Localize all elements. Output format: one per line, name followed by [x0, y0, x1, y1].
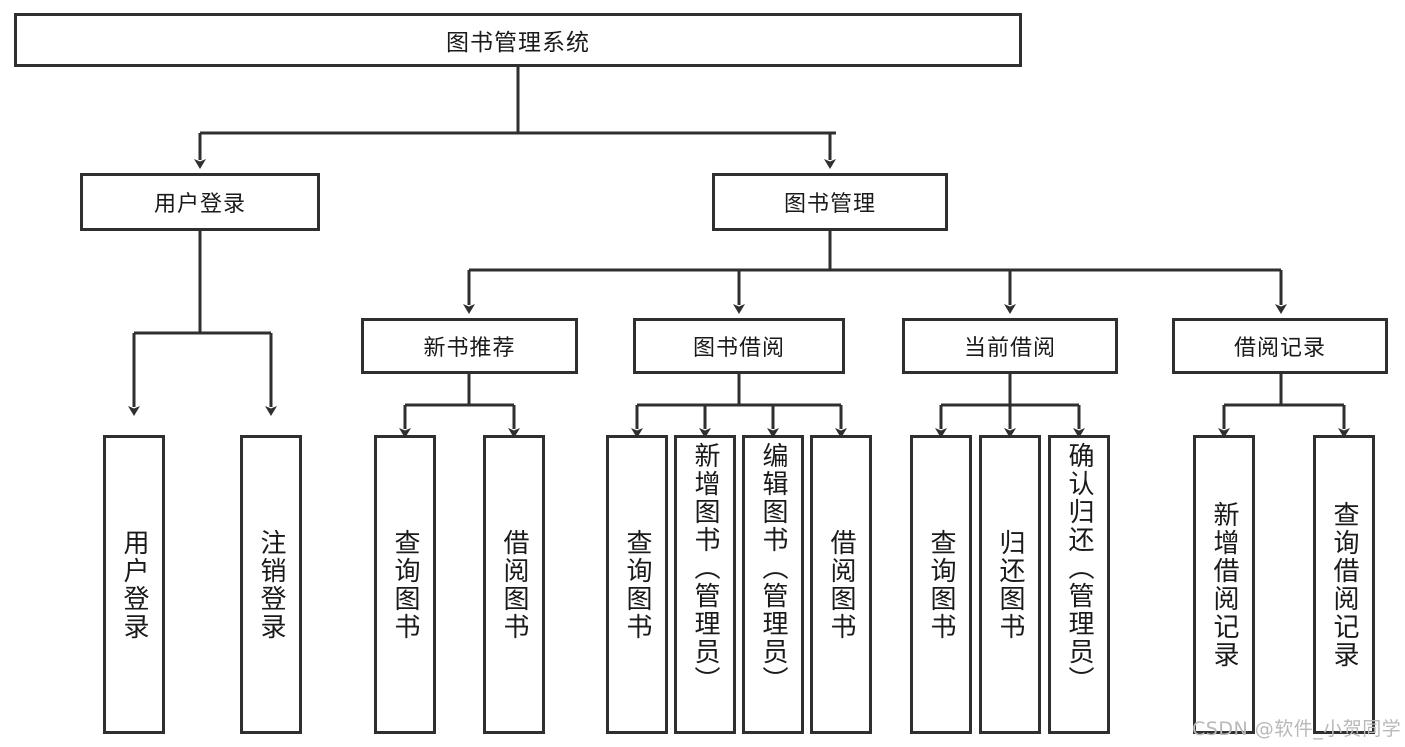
node-new-book-recommend[interactable]: 新书推荐 [361, 318, 578, 374]
node-book-borrow-label: 图书借阅 [692, 336, 785, 361]
leaf-borrow-add-book-admin[interactable]: 新增图书（管理员） [674, 435, 736, 734]
leaf-label: 查询图书 [926, 528, 957, 641]
leaf-record-query-record[interactable]: 查询借阅记录 [1313, 435, 1375, 734]
leaf-label: 注销登录 [256, 528, 287, 641]
leaf-current-return-book[interactable]: 归还图书 [979, 435, 1041, 734]
node-book-borrow[interactable]: 图书借阅 [633, 318, 845, 374]
leaf-user-login-signout[interactable]: 注销登录 [240, 435, 302, 734]
leaf-label: 新增图书（管理员） [690, 442, 721, 694]
node-root[interactable]: 图书管理系统 [14, 13, 1022, 67]
leaf-borrow-borrow-book[interactable]: 借阅图书 [810, 435, 872, 734]
leaf-borrow-query-book[interactable]: 查询图书 [606, 435, 668, 734]
node-book-management-label: 图书管理 [783, 192, 876, 217]
leaf-recommend-borrow-book[interactable]: 借阅图书 [483, 435, 545, 734]
leaf-label: 借阅图书 [499, 528, 530, 641]
leaf-label: 借阅图书 [826, 528, 857, 641]
leaf-label: 用户登录 [119, 528, 150, 641]
leaf-label: 查询图书 [390, 528, 421, 641]
node-new-book-recommend-label: 新书推荐 [423, 336, 516, 361]
csdn-watermark: CSDN @软件_小贺同学 [1192, 714, 1401, 741]
csdn-watermark-text: CSDN @软件_小贺同学 [1192, 718, 1402, 740]
leaf-borrow-edit-book-admin[interactable]: 编辑图书（管理员） [742, 435, 804, 734]
leaf-label: 查询图书 [622, 528, 653, 641]
leaf-user-login-signin[interactable]: 用户登录 [103, 435, 165, 734]
leaf-label: 查询借阅记录 [1329, 500, 1360, 669]
leaf-label: 确认归还（管理员） [1064, 442, 1095, 694]
node-current-borrow[interactable]: 当前借阅 [902, 318, 1118, 374]
leaf-label: 新增借阅记录 [1209, 500, 1240, 669]
leaf-current-query-book[interactable]: 查询图书 [910, 435, 972, 734]
leaf-recommend-query-book[interactable]: 查询图书 [374, 435, 436, 734]
node-current-borrow-label: 当前借阅 [963, 336, 1056, 361]
node-user-login[interactable]: 用户登录 [80, 173, 320, 231]
leaf-label: 归还图书 [995, 528, 1026, 641]
node-user-login-label: 用户登录 [153, 192, 246, 217]
node-root-label: 图书管理系统 [446, 30, 590, 56]
node-borrow-record-label: 借阅记录 [1233, 336, 1326, 361]
node-book-management[interactable]: 图书管理 [712, 173, 948, 231]
leaf-label: 编辑图书（管理员） [758, 442, 789, 694]
leaf-current-confirm-return-admin[interactable]: 确认归还（管理员） [1048, 435, 1110, 734]
node-borrow-record[interactable]: 借阅记录 [1172, 318, 1388, 374]
leaf-record-add-record[interactable]: 新增借阅记录 [1193, 435, 1255, 734]
